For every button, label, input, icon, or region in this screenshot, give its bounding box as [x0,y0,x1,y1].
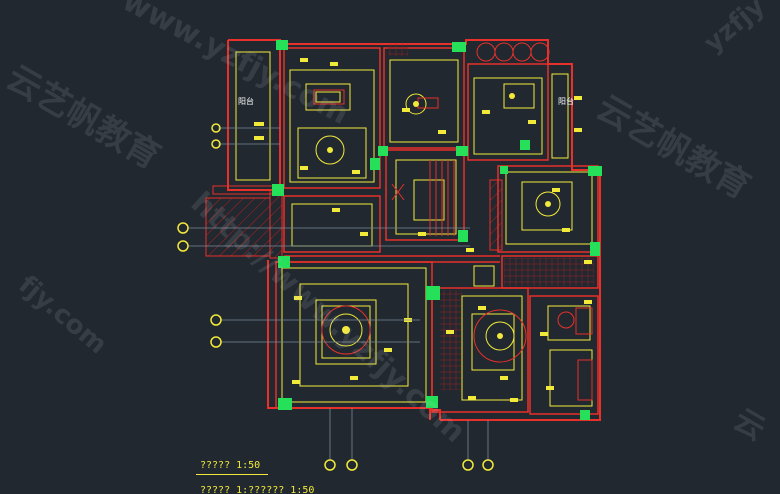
structural-columns [272,40,602,420]
axis-grid-lines [188,127,489,460]
ceiling-light-icon [327,93,551,339]
interior-walls [275,47,599,415]
annotation-tags [254,58,592,402]
drawing-title: ????? 1:50 [200,460,261,471]
room-label-right-balcony: 阳台 [558,96,574,106]
room-label-left-balcony: 阳台 [238,96,254,106]
grid-axis-bubble-icon [177,123,494,471]
staircase [391,160,455,236]
drawing-title-underline [196,474,268,475]
drawing-title-secondary: ????? 1:?????? 1:50 [200,485,315,494]
furniture-symbols [313,42,593,401]
floor-tile-hatching [388,44,594,390]
